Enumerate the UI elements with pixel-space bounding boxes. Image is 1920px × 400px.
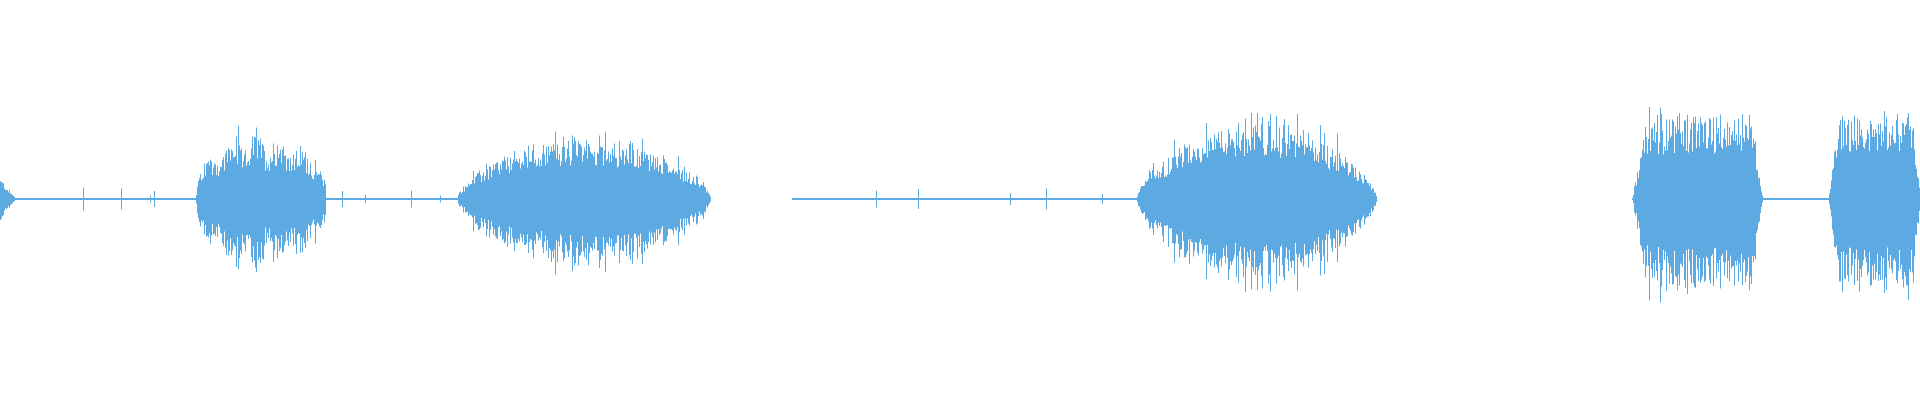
waveform-bars <box>0 107 1920 303</box>
waveform-path <box>0 107 1920 303</box>
